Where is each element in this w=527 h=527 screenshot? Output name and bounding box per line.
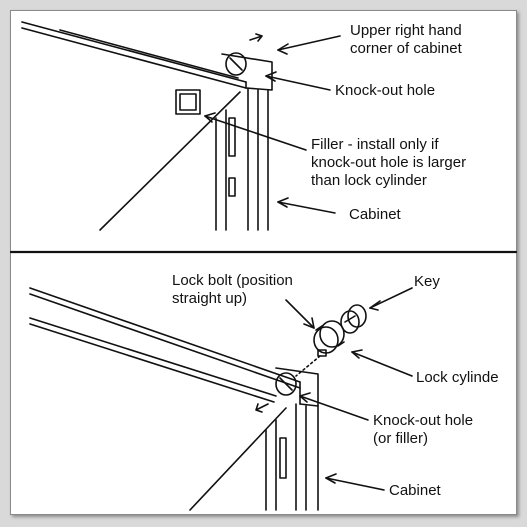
label-filler: Filler - install only if knock-out hole … [311, 136, 467, 189]
label-bottom-cabinet: Cabinet [389, 482, 441, 499]
label-upper-right-corner: Upper right hand corner of cabinet [350, 22, 462, 57]
bottom-knockout-hole [275, 372, 297, 396]
bottom-cabinet-drawing [29, 287, 319, 511]
label-top-cabinet: Cabinet [349, 206, 401, 223]
top-leader-arrows [204, 33, 341, 214]
key [340, 304, 367, 334]
filler-plate [175, 89, 201, 115]
label-lock-bolt: Lock bolt (position straight up) [172, 272, 293, 307]
install-path-line [295, 355, 321, 377]
label-lock-cylinder: Lock cylinde [416, 369, 499, 386]
bottom-leader-arrows [255, 287, 413, 491]
top-knockout-hole [225, 52, 247, 76]
top-cabinet-drawing [21, 21, 273, 231]
label-knockout-hole: Knock-out hole [335, 82, 436, 99]
label-key: Key [414, 273, 440, 290]
label-knockout-hole-or-filler: Knock-out hole (or filler) [373, 412, 474, 447]
lock-cylinder [313, 320, 345, 357]
